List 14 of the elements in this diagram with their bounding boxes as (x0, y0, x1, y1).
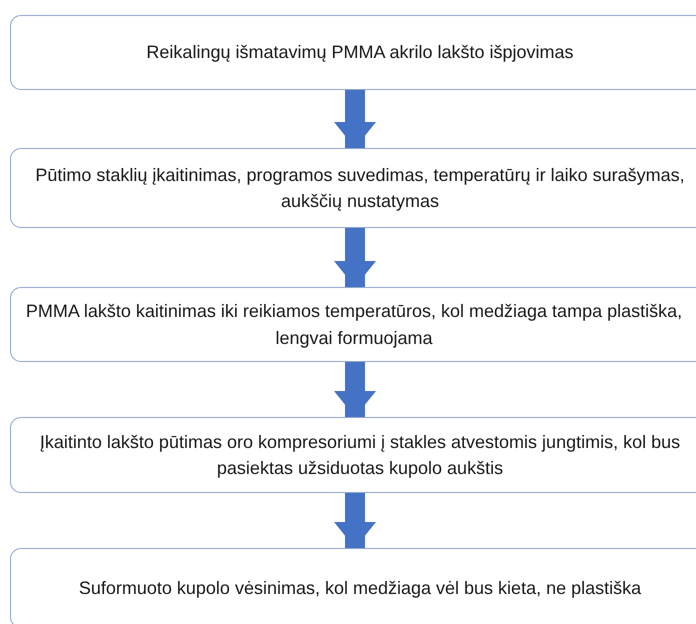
process-box (10, 148, 696, 228)
step-text: Pūtimo staklių įkaitinimas, programos suvedimas, temperatūrų ir laiko surašymas, aukščių nustatymas (34, 164, 686, 213)
process-box (10, 15, 696, 90)
block-arrow (334, 493, 376, 548)
step-text: Įkaitinto lakšto pūtimas oro kompresoriumi į stakles atvestomis jungtimis, kol bus pasiektas užsiduotas kupolo aukštis (38, 430, 682, 480)
step-text: Reikalingų išmatavimų PMMA akrilo lakšto išpjovimas (146, 41, 574, 64)
process-box (10, 548, 696, 624)
block-arrow (334, 362, 376, 417)
block-arrow (334, 90, 376, 148)
block-arrow (334, 228, 376, 287)
process-box (10, 417, 696, 493)
step-text: Suformuoto kupolo vėsinimas, kol medžiaga vėl bus kieta, ne plastiška (78, 576, 642, 600)
step-text: PMMA lakšto kaitinimas iki reikiamos temperatūros, kol medžiaga tampa plastiška, lengvai formuojama (24, 300, 684, 350)
process-box (10, 287, 696, 362)
